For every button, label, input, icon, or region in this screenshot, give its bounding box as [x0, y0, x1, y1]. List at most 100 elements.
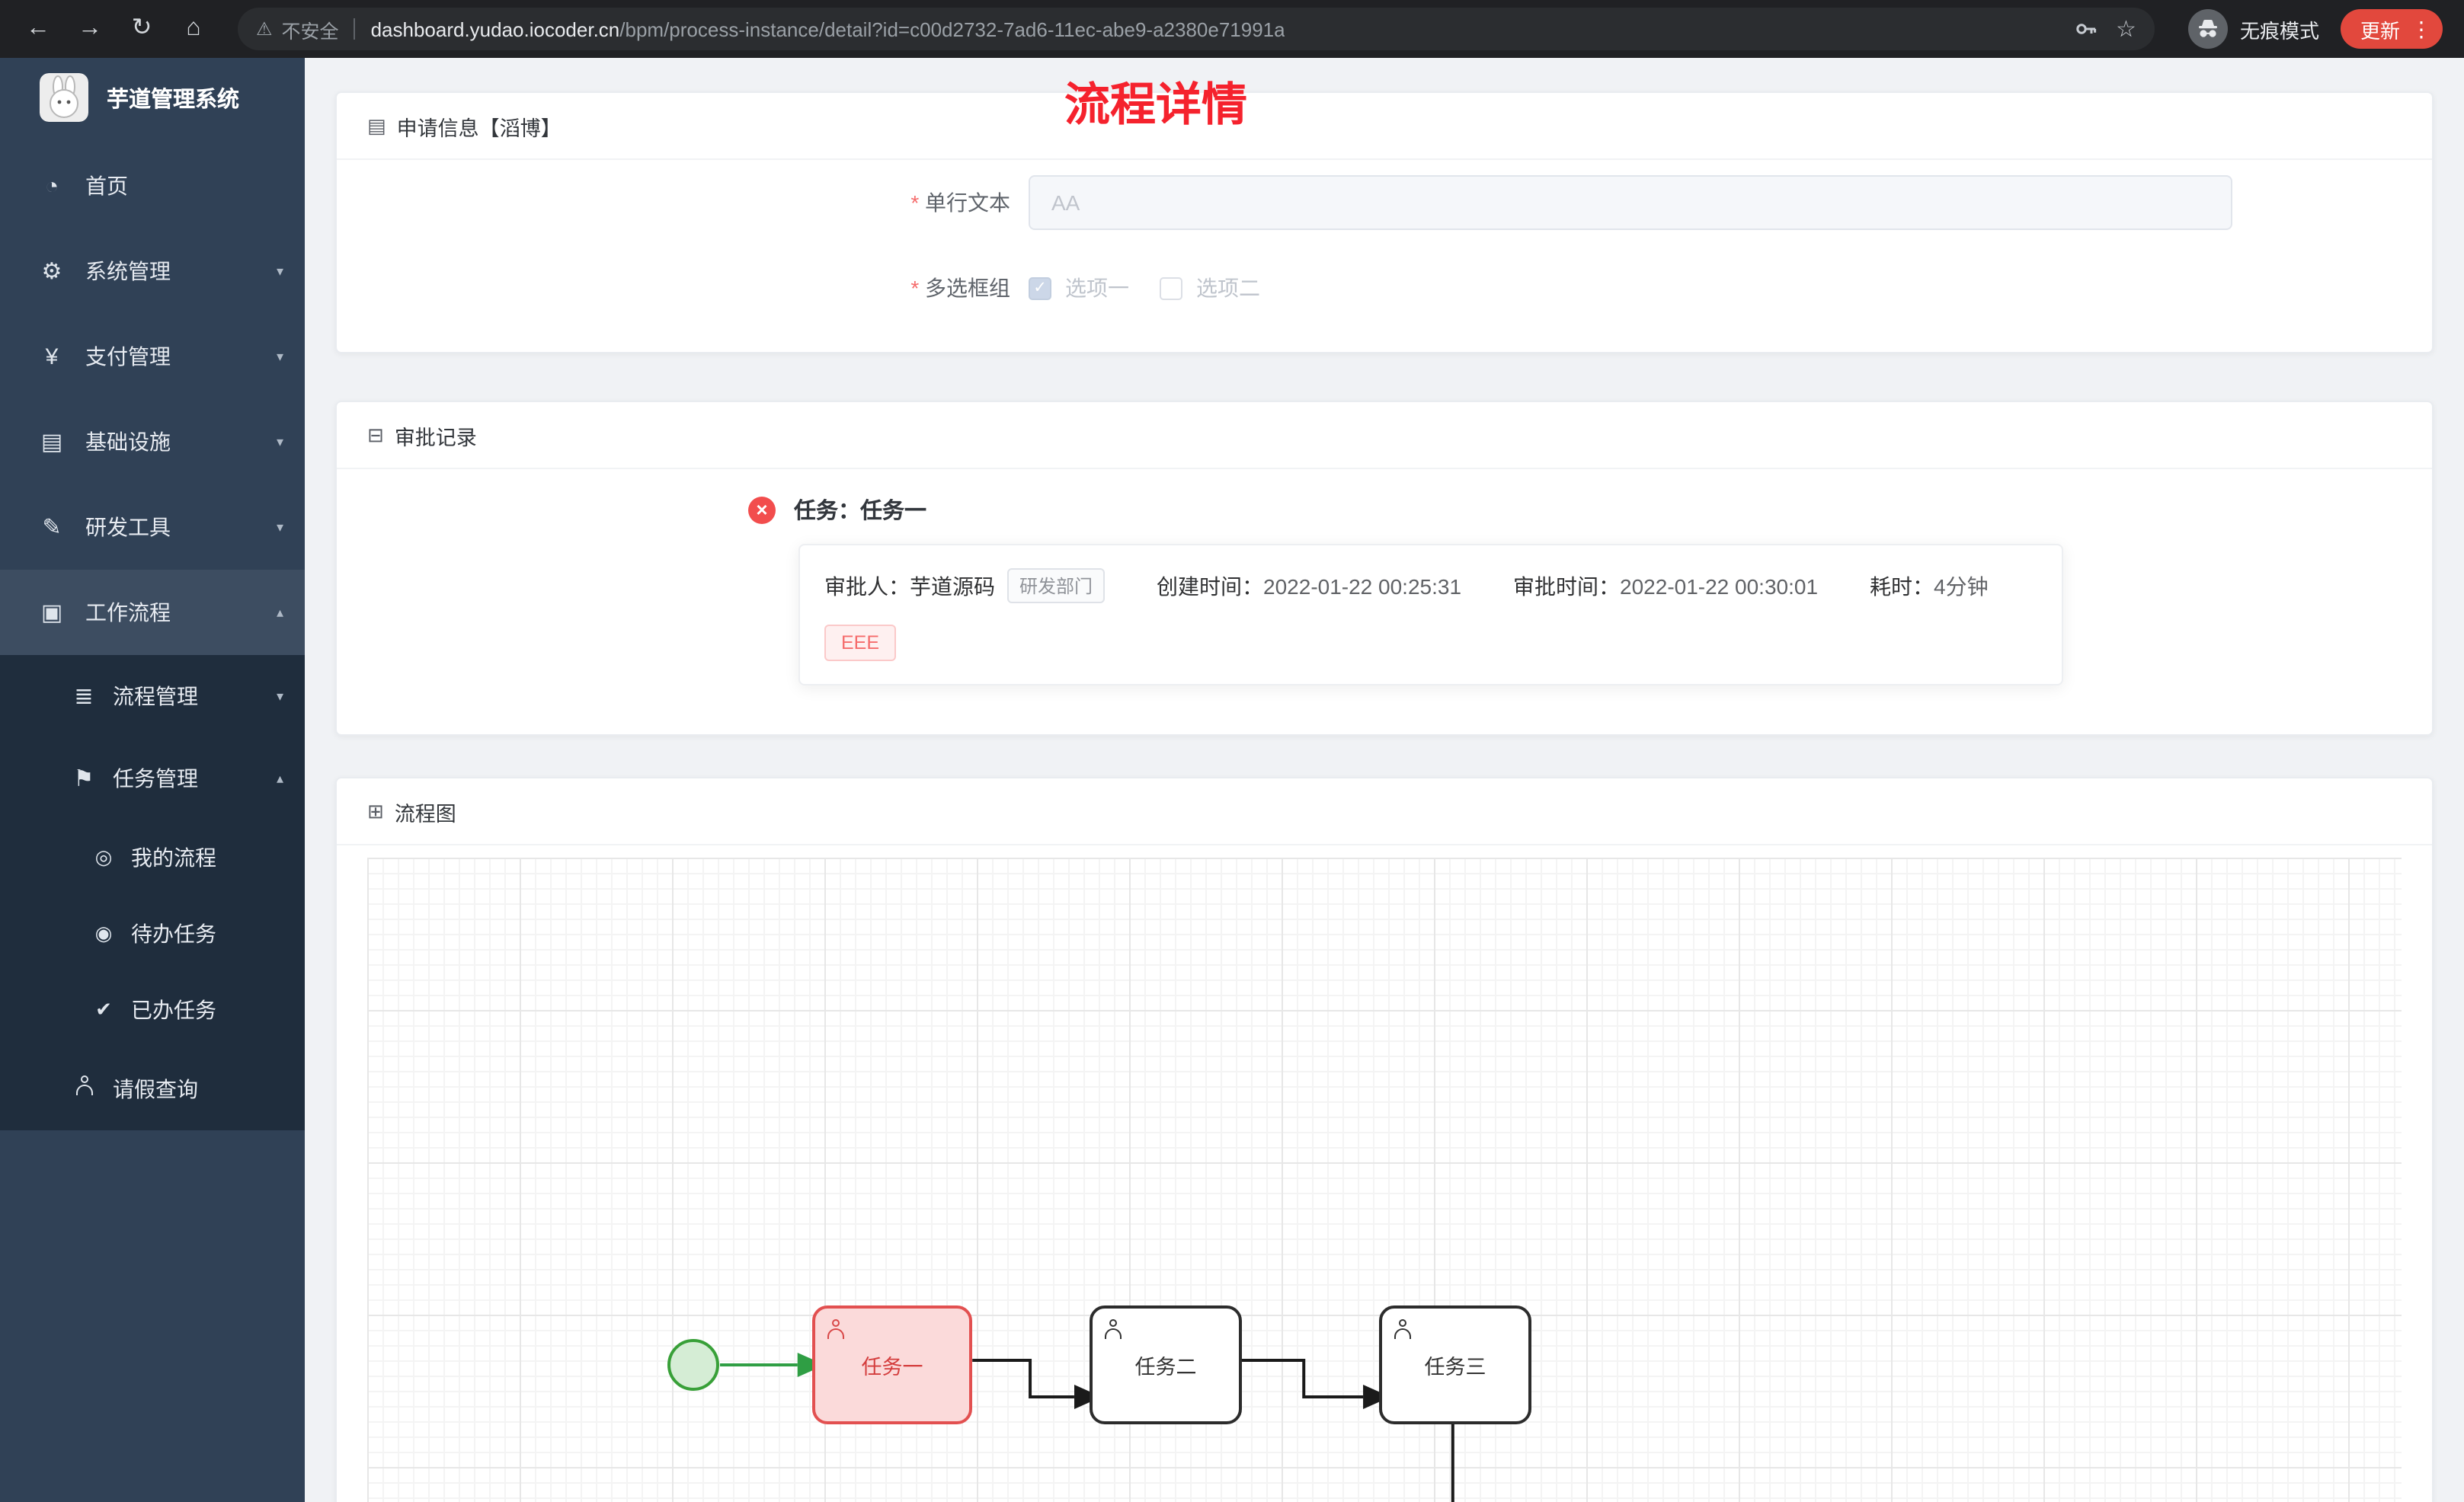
timeline-item: × 任务：任务一	[367, 494, 2402, 526]
person-icon	[67, 1075, 101, 1103]
sidebar-item-payment-management[interactable]: ¥ 支付管理 ▾	[0, 314, 305, 399]
rejected-status-icon: ×	[748, 496, 776, 523]
chevron-down-icon: ▾	[276, 688, 283, 703]
approver-name: 芋道源码	[910, 574, 995, 598]
approved-time-value: 2022-01-22 00:30:01	[1620, 574, 1819, 598]
application-info-card: ▤ 申请信息【滔博】 单行文本 AA 多选框组 选项一	[335, 91, 2434, 353]
my-process-icon: ◎	[94, 845, 113, 868]
menu-kebab-icon[interactable]: ⋮	[2411, 16, 2432, 40]
checkbox-option-1[interactable]: 选项一	[1029, 273, 1129, 303]
duration-field: 耗时： 4分钟	[1870, 570, 1989, 601]
chevron-down-icon: ▾	[276, 433, 283, 449]
sidebar-item-workflow[interactable]: ▣ 工作流程 ▴	[0, 570, 305, 655]
dashboard-icon: ◔	[44, 173, 59, 199]
single-line-text-input[interactable]: AA	[1029, 175, 2232, 230]
main-content: 流程详情 ▤ 申请信息【滔博】 单行文本 AA 多选框组 选项一	[305, 58, 2464, 1502]
user-task-icon	[827, 1319, 844, 1339]
yen-icon: ¥	[45, 344, 59, 369]
not-secure-icon: ⚠	[256, 18, 273, 40]
card-header: ⊟ 审批记录	[337, 402, 2432, 469]
sidebar-item-infrastructure[interactable]: ▤ 基础设施 ▾	[0, 399, 305, 484]
task-node-1[interactable]: 任务一	[812, 1305, 972, 1424]
url-text: dashboard.yudao.iocoder.cn/bpm/process-i…	[371, 18, 1285, 40]
gear-icon: ⚙	[41, 259, 62, 285]
sidebar-menu: ◔ 首页 ⚙ 系统管理 ▾ ¥ 支付管理 ▾ ▤ 基础设施 ▾ ✎ 研发工具	[0, 137, 305, 1130]
approval-detail-card: 审批人： 芋道源码 研发部门 创建时间： 2022-01-22 00:25:31…	[798, 544, 2063, 685]
field-label: 多选框组	[367, 273, 1029, 303]
start-event[interactable]	[667, 1339, 719, 1391]
checkbox-group: 选项一 选项二	[1029, 273, 1291, 303]
workflow-submenu: ≣ 流程管理 ▾ ⚑ 任务管理 ▴ ◎ 我的流程 ◉ 待办任务	[0, 655, 305, 1130]
incognito-label: 无痕模式	[2239, 19, 2319, 42]
card-header: ⊞ 流程图	[337, 778, 2432, 845]
home-icon[interactable]: ⌂	[186, 15, 201, 41]
form-row-checkbox-group: 多选框组 选项一 选项二	[367, 273, 2402, 303]
forward-icon[interactable]: →	[78, 15, 102, 41]
card-title: 申请信息【滔博】	[396, 117, 562, 139]
chevron-up-icon: ▴	[276, 770, 283, 785]
sidebar-item-my-process[interactable]: ◎ 我的流程	[0, 820, 305, 896]
document-icon: ▤	[367, 113, 386, 136]
divider	[354, 18, 356, 40]
sidebar-item-process-management[interactable]: ≣ 流程管理 ▾	[0, 655, 305, 737]
process-management-icon: ≣	[74, 684, 94, 710]
update-button[interactable]: 更新 ⋮	[2340, 9, 2443, 49]
incognito-badge: 无痕模式	[2187, 9, 2319, 49]
user-task-icon	[1394, 1319, 1411, 1339]
sidebar-item-todo-tasks[interactable]: ◉ 待办任务	[0, 896, 305, 972]
sidebar-item-home[interactable]: ◔ 首页	[0, 143, 305, 228]
comment-tag: EEE	[824, 625, 897, 661]
reload-icon[interactable]: ↻	[131, 15, 152, 41]
card-title: 流程图	[394, 802, 456, 825]
workflow-icon: ▣	[40, 600, 63, 626]
back-icon[interactable]: ←	[26, 15, 50, 41]
approval-record-card: ⊟ 审批记录 × 任务：任务一 审批人： 芋道源码 研发部门	[335, 401, 2434, 736]
task-title: 任务：任务一	[794, 500, 926, 524]
card-header: ▤ 申请信息【滔博】	[337, 93, 2432, 160]
address-bar[interactable]: ⚠ 不安全 dashboard.yudao.iocoder.cn/bpm/pro…	[238, 8, 2155, 50]
sidebar-item-done-tasks[interactable]: ✔ 已办任务	[0, 972, 305, 1048]
checkbox-unchecked-icon[interactable]	[1160, 276, 1182, 299]
checkbox-checked-icon[interactable]	[1029, 276, 1051, 299]
sidebar-item-dev-tools[interactable]: ✎ 研发工具 ▾	[0, 484, 305, 570]
browser-toolbar: ← → ↻ ⌂ ⚠ 不安全 dashboard.yudao.iocoder.cn…	[0, 0, 2464, 58]
bpmn-canvas[interactable]: 任务一 任务二 任务三	[367, 858, 2402, 1502]
sidebar-item-system-management[interactable]: ⚙ 系统管理 ▾	[0, 228, 305, 314]
created-time-value: 2022-01-22 00:25:31	[1263, 574, 1462, 598]
approved-time-field: 审批时间： 2022-01-22 00:30:01	[1513, 574, 1819, 598]
sidebar-item-task-management[interactable]: ⚑ 任务管理 ▴	[0, 737, 305, 820]
diagram-icon: ⊞	[367, 799, 384, 822]
form-row-single-line-text: 单行文本 AA	[367, 175, 2402, 230]
card-title: 审批记录	[394, 426, 477, 449]
process-diagram-card: ⊞ 流程图 任务一	[335, 777, 2434, 1502]
user-task-icon	[1105, 1319, 1122, 1339]
done-task-icon: ✔	[95, 998, 112, 1021]
app-title: 芋道管理系统	[107, 88, 239, 112]
update-label: 更新	[2360, 19, 2400, 42]
record-icon: ⊟	[367, 423, 384, 446]
chevron-down-icon: ▾	[276, 263, 283, 278]
task-node-3[interactable]: 任务三	[1379, 1305, 1531, 1424]
sidebar: 芋道管理系统 ◔ 首页 ⚙ 系统管理 ▾ ¥ 支付管理 ▾ ▤ 基础设施 ▾	[0, 58, 305, 1502]
logo-avatar	[40, 73, 88, 122]
dept-tag: 研发部门	[1007, 568, 1106, 603]
sidebar-item-leave-query[interactable]: 请假查询	[0, 1048, 305, 1130]
bookmark-star-icon[interactable]: ☆	[2116, 17, 2136, 43]
chevron-up-icon: ▴	[276, 604, 283, 619]
sequence-flows	[719, 1353, 1454, 1502]
infrastructure-icon: ▤	[40, 430, 63, 455]
field-label: 单行文本	[367, 187, 1029, 218]
approver-field: 审批人： 芋道源码 研发部门	[824, 568, 1106, 603]
task-management-icon: ⚑	[73, 766, 94, 792]
incognito-icon	[2187, 9, 2228, 49]
checkbox-option-2[interactable]: 选项二	[1160, 273, 1260, 303]
app-logo: 芋道管理系统	[0, 58, 305, 137]
chevron-down-icon: ▾	[276, 519, 283, 534]
task-node-2[interactable]: 任务二	[1090, 1305, 1242, 1424]
created-time-field: 创建时间： 2022-01-22 00:25:31	[1157, 574, 1462, 598]
url-domain: dashboard.yudao.iocoder.cn	[370, 18, 620, 40]
chevron-down-icon: ▾	[276, 348, 283, 363]
todo-task-icon: ◉	[94, 922, 113, 944]
password-key-icon[interactable]	[2073, 17, 2098, 41]
